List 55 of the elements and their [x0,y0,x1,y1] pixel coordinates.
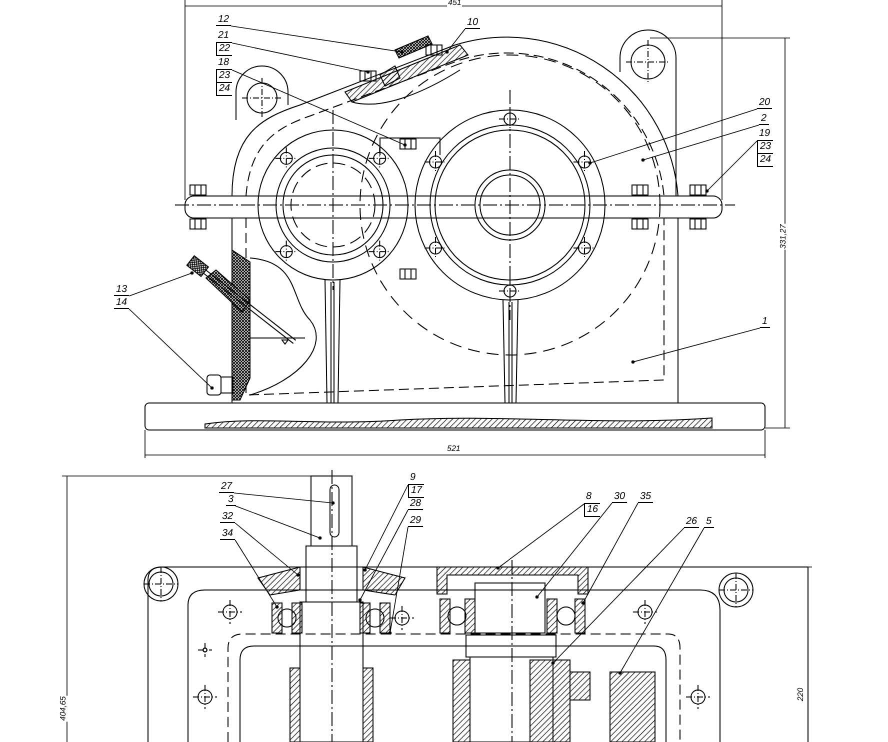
callout-number: 21 [216,30,232,43]
callout-number: 5 [704,516,714,528]
leader-line [234,540,279,609]
callout-number: 28 [408,498,424,510]
leader-line [581,502,638,605]
leader-line [588,108,758,165]
callout-number: 1 [760,316,770,328]
callout-number: 24 [216,83,232,96]
callout-number: 26 [684,516,700,528]
callout-number: 10 [465,17,480,29]
callout-number: 30 [612,491,628,503]
leader-line [234,522,300,577]
callout-number: 23 [216,70,232,83]
callout-number: 22 [216,43,232,56]
leader-line [232,42,370,74]
callout-number: 24 [757,154,774,167]
callout-number: 2 [759,113,769,125]
callout-number: 17 [408,485,424,498]
callout-number: 32 [220,511,236,523]
callout-number: 29 [408,515,424,527]
dimension-value: 331,27 [778,223,788,250]
leader-line [705,140,758,193]
leader-line [618,528,704,675]
leader-line [128,308,214,390]
callout-number: 23 [757,141,774,154]
callout-number: 12 [216,14,232,26]
callout-number: 13 [114,284,130,296]
leader-line [496,504,584,570]
callout-number: 20 [757,97,772,109]
leader-line [235,506,322,540]
leader-line [363,484,408,572]
leader-line [230,26,404,54]
leader-line [128,271,194,296]
leader-line [535,502,612,599]
callout-number: 35 [638,491,654,503]
callout-number: 27 [219,481,234,493]
leader-line [641,124,760,162]
leader-line [358,510,408,602]
callout-number: 18 [216,57,232,70]
callout-number: 9 [408,472,424,485]
callout-number: 3 [226,494,236,506]
leader-line [388,526,408,635]
dimension-value: 521 [446,444,462,453]
callout-number: 14 [114,297,130,309]
leader-line [232,70,407,147]
dimension-value: 220 [796,686,806,702]
leader-line [234,492,335,505]
leader-line [445,28,466,54]
callout-number: 8 [584,491,600,504]
dimension-value: 404,65 [58,695,68,722]
leader-line [631,328,760,364]
callout-number: 19 [757,128,774,141]
leader-line [551,528,684,665]
callout-number: 16 [584,504,600,517]
callout-number: 34 [220,528,236,540]
